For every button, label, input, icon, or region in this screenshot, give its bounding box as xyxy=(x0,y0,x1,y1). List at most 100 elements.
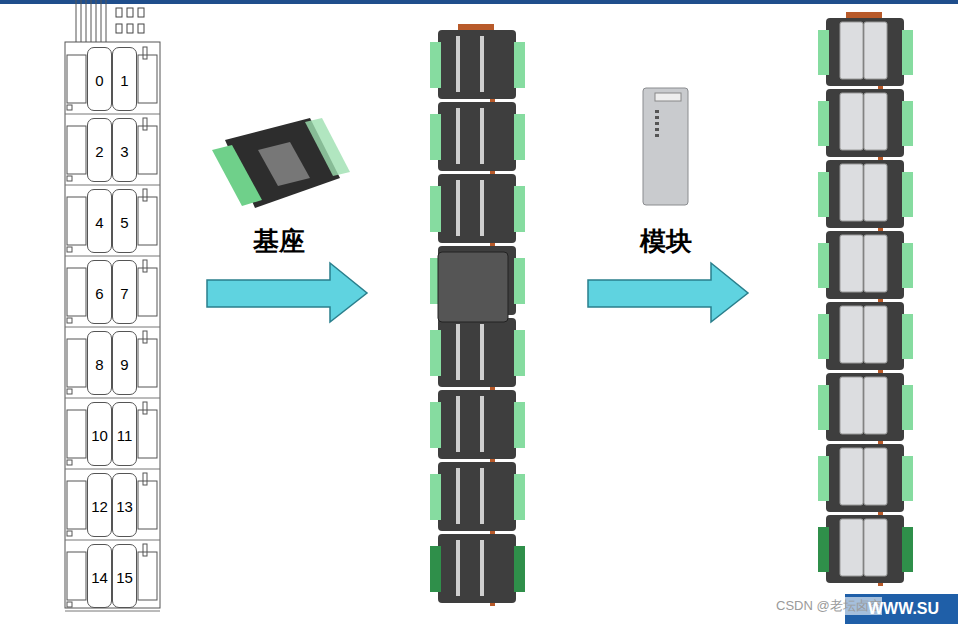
small-square xyxy=(67,247,72,252)
slot-number: 5 xyxy=(113,214,136,231)
base-slot xyxy=(258,142,310,186)
connector-symbol xyxy=(127,24,133,33)
terminal-block xyxy=(514,186,525,232)
small-square xyxy=(67,389,72,394)
slot-rail xyxy=(456,540,460,596)
slot-number: 15 xyxy=(113,569,136,586)
terminal-block xyxy=(514,546,525,592)
terminal-block xyxy=(67,552,86,600)
terminal-block xyxy=(67,126,86,174)
slot-box: 12 xyxy=(87,473,112,537)
module xyxy=(864,93,887,150)
slot-number: 14 xyxy=(88,569,111,586)
terminal-block xyxy=(138,197,157,245)
cable xyxy=(76,0,77,42)
slot-box: 10 xyxy=(87,402,112,466)
slot-box: 11 xyxy=(112,402,137,466)
slot-box: 9 xyxy=(112,331,137,395)
terminal-block xyxy=(514,474,525,520)
base-body xyxy=(826,89,904,157)
cable xyxy=(106,0,107,42)
terminal-block xyxy=(818,527,829,572)
slot-rail xyxy=(456,180,460,236)
base-body xyxy=(438,462,516,531)
terminal-block xyxy=(67,339,86,387)
cable xyxy=(86,0,87,42)
terminal-block xyxy=(430,474,441,520)
slot-box: 8 xyxy=(87,331,112,395)
led xyxy=(655,134,659,137)
small-slot xyxy=(143,189,147,201)
logo-text: WWW.SU xyxy=(868,600,939,618)
connector-symbol xyxy=(116,24,122,33)
terminal-block xyxy=(514,42,525,88)
slot-box: 14 xyxy=(87,544,112,608)
small-slot xyxy=(143,331,147,343)
slot-rail xyxy=(480,108,484,164)
slot-number: 7 xyxy=(113,285,136,302)
connector-symbol xyxy=(138,8,144,17)
base-body xyxy=(826,302,904,370)
slot-box: 2 xyxy=(87,118,112,182)
terminal-block xyxy=(430,42,441,88)
module xyxy=(840,235,863,292)
terminal-block xyxy=(902,456,913,501)
slot-number: 1 xyxy=(113,72,136,89)
terminal-block xyxy=(818,243,829,288)
slot-number: 12 xyxy=(88,498,111,515)
led xyxy=(655,110,659,113)
module xyxy=(864,519,887,576)
slot-rail xyxy=(480,396,484,452)
terminal-block xyxy=(514,258,525,304)
slot-rail xyxy=(480,324,484,380)
terminal-block xyxy=(514,330,525,376)
led xyxy=(655,122,659,125)
module-icon xyxy=(643,88,688,205)
slot-rail xyxy=(480,36,484,92)
small-square xyxy=(67,460,72,465)
led xyxy=(655,128,659,131)
small-slot xyxy=(143,473,147,485)
base-body xyxy=(438,318,516,387)
slot-number: 11 xyxy=(113,427,136,444)
slot-box: 1 xyxy=(112,47,137,111)
terminal-block xyxy=(67,55,86,103)
module xyxy=(864,235,887,292)
cable xyxy=(96,0,97,42)
terminal-block xyxy=(818,101,829,146)
row-divider xyxy=(65,469,160,470)
module xyxy=(864,448,887,505)
terminal-block xyxy=(818,385,829,430)
base-body xyxy=(826,444,904,512)
terminal-block xyxy=(138,339,157,387)
slot-box: 15 xyxy=(112,544,137,608)
terminal-block xyxy=(430,402,441,448)
terminal-block xyxy=(818,30,829,75)
small-slot xyxy=(143,544,147,556)
terminal-block xyxy=(902,527,913,572)
row-divider xyxy=(65,327,160,328)
module xyxy=(864,377,887,434)
base-body xyxy=(438,390,516,459)
small-square xyxy=(67,176,72,181)
base-body xyxy=(826,515,904,583)
terminal-block xyxy=(902,314,913,359)
base-body xyxy=(826,231,904,299)
slot-box: 3 xyxy=(112,118,137,182)
terminal-block xyxy=(138,481,157,529)
slot-number: 10 xyxy=(88,427,111,444)
terminal-block xyxy=(67,268,86,316)
module xyxy=(840,377,863,434)
base-body xyxy=(438,174,516,243)
step-label: 基座 xyxy=(253,224,305,259)
terminal-block xyxy=(514,402,525,448)
rack-outline xyxy=(65,42,160,608)
terminal-block xyxy=(430,330,441,376)
slot-rail xyxy=(480,540,484,596)
base-body xyxy=(826,373,904,441)
base-body xyxy=(438,102,516,171)
slot-rail xyxy=(456,108,460,164)
terminal-block xyxy=(902,243,913,288)
module xyxy=(864,22,887,79)
